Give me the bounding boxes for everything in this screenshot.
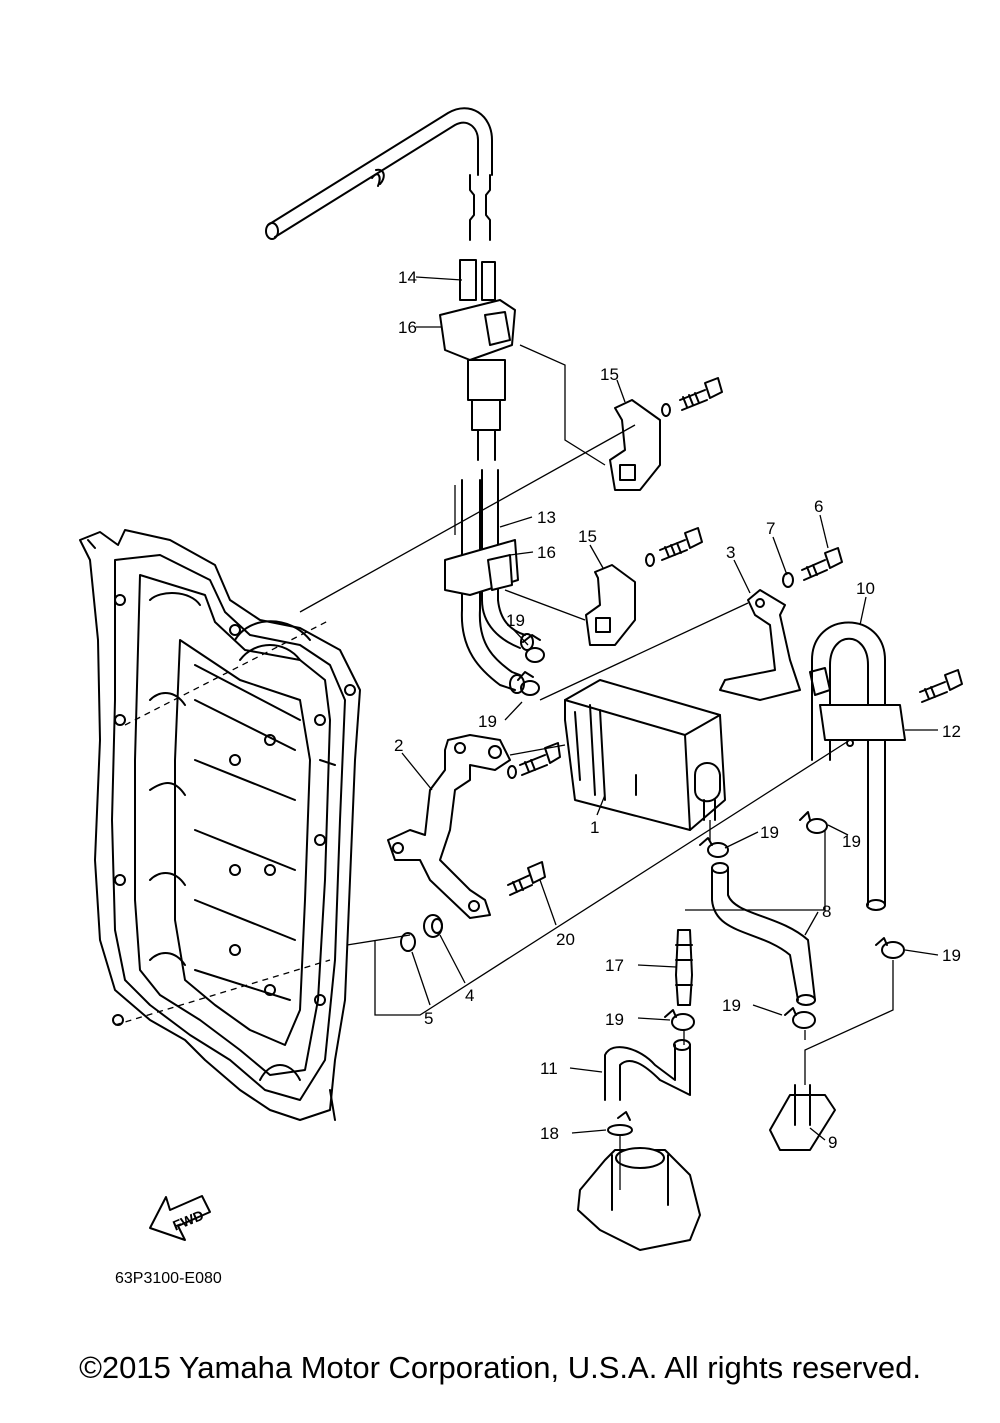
callout-8: 8	[822, 902, 831, 921]
callout-11: 11	[540, 1059, 558, 1078]
joint-17	[675, 929, 693, 1006]
callout-18: 18	[540, 1124, 559, 1143]
grommet-4	[423, 914, 443, 938]
bolts-and-washers	[507, 377, 963, 896]
hose-10	[809, 621, 906, 911]
callout-3: 3	[726, 543, 735, 562]
callout-16-upper: 16	[398, 318, 417, 337]
callout-16-lower: 16	[537, 543, 556, 562]
callout-20: 20	[556, 930, 575, 949]
vapor-separator-1	[564, 679, 726, 831]
bracket-15-upper	[609, 399, 661, 491]
callout-19-b: 19	[478, 712, 497, 731]
callout-leaders	[401, 276, 939, 1141]
fuel-filter-lower	[444, 469, 534, 694]
bracket-2	[387, 734, 511, 919]
callout-numbers: 14 16 15 13 16 15 3 7 6 10 12 19 19 2 1 …	[394, 268, 961, 1152]
callout-6: 6	[814, 497, 823, 516]
vent-hose	[265, 107, 493, 241]
clamps-19	[517, 634, 905, 1031]
callout-9: 9	[828, 1133, 837, 1152]
connector-9	[769, 1084, 836, 1151]
callout-19-g: 19	[722, 996, 741, 1015]
intake-manifold	[79, 529, 361, 1121]
callout-5: 5	[424, 1009, 433, 1028]
collar-5	[400, 932, 416, 952]
hose-8	[711, 862, 816, 1006]
fwd-arrow-icon: FWD	[149, 1195, 211, 1241]
leader-lines	[114, 344, 894, 1190]
callout-19-e: 19	[942, 946, 961, 965]
callout-1: 1	[590, 818, 599, 837]
copyright-notice: ©2015 Yamaha Motor Corporation, U.S.A. A…	[79, 1350, 921, 1385]
callout-19-c: 19	[760, 823, 779, 842]
callout-15-lower: 15	[578, 527, 597, 546]
callout-10: 10	[856, 579, 875, 598]
callout-15-upper: 15	[600, 365, 619, 384]
callout-19-f: 19	[605, 1010, 624, 1029]
callout-12: 12	[942, 722, 961, 741]
diagram-code: 63P3100-E080	[115, 1270, 222, 1287]
callout-19-d: 19	[842, 832, 861, 851]
fwd-label: FWD	[170, 1207, 206, 1234]
callout-13: 13	[537, 508, 556, 527]
callout-17: 17	[605, 956, 624, 975]
bracket-15-lower	[585, 564, 636, 646]
callout-14: 14	[398, 268, 417, 287]
callout-4: 4	[465, 986, 474, 1005]
callout-7: 7	[766, 519, 775, 538]
callout-19-a: 19	[506, 611, 525, 630]
bracket-3	[719, 589, 801, 701]
fitting-18	[577, 1111, 701, 1251]
fuel-filter-top	[439, 259, 516, 461]
callout-2: 2	[394, 736, 403, 755]
hose-11	[604, 1039, 691, 1101]
